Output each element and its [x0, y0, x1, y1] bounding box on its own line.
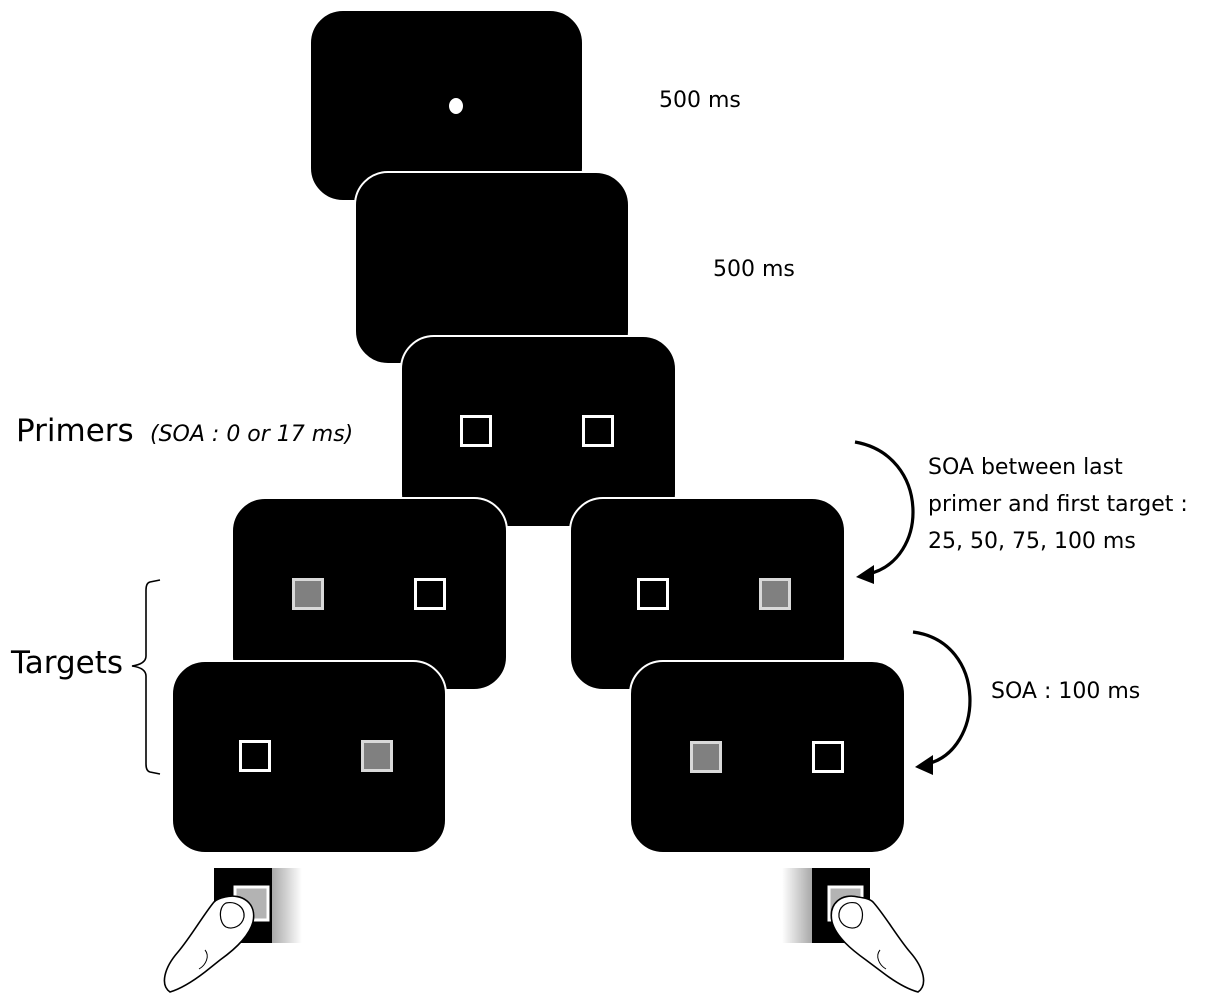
- soa-between-line-3: 25, 50, 75, 100 ms: [928, 529, 1136, 554]
- soa-between-line-1: SOA between last: [928, 455, 1123, 480]
- finger-press-icon: [163, 895, 255, 993]
- soa-100-label: SOA : 100 ms: [991, 679, 1141, 704]
- target-square-empty: [812, 741, 844, 773]
- target-square-filled: [292, 578, 324, 610]
- blank-screen: [354, 171, 630, 365]
- fixation-dot-icon: [449, 98, 463, 114]
- target-square-empty: [637, 578, 669, 610]
- duration-label-blank: 500 ms: [713, 257, 795, 282]
- target-square-filled: [759, 578, 791, 610]
- soa-between-label: SOA between last primer and first target…: [928, 449, 1216, 560]
- primers-label: Primers: [16, 413, 134, 449]
- fixation-screen: [309, 9, 584, 202]
- targets-label: Targets: [11, 645, 124, 681]
- target-screen-right-second: [629, 660, 906, 854]
- finger-press-icon: [830, 895, 925, 993]
- primer-screen: [400, 335, 677, 528]
- primers-soa-label: (SOA : 0 or 17 ms): [150, 422, 354, 447]
- duration-label-fixation: 500 ms: [659, 88, 741, 113]
- target-screen-right-first: [569, 497, 846, 691]
- soa-between-line-2: primer and first target :: [928, 492, 1188, 517]
- primer-square-left: [460, 415, 492, 447]
- target-square-filled: [361, 740, 393, 772]
- target-screen-left-second: [171, 660, 447, 854]
- target-square-empty: [414, 578, 446, 610]
- target-screen-left-first: [231, 497, 508, 691]
- primer-square-right: [582, 415, 614, 447]
- target-square-empty: [239, 740, 271, 772]
- curved-arrow-icon: [854, 440, 915, 584]
- target-square-filled: [690, 741, 722, 773]
- curved-arrow-icon: [912, 630, 972, 775]
- bracket-icon: [131, 579, 161, 775]
